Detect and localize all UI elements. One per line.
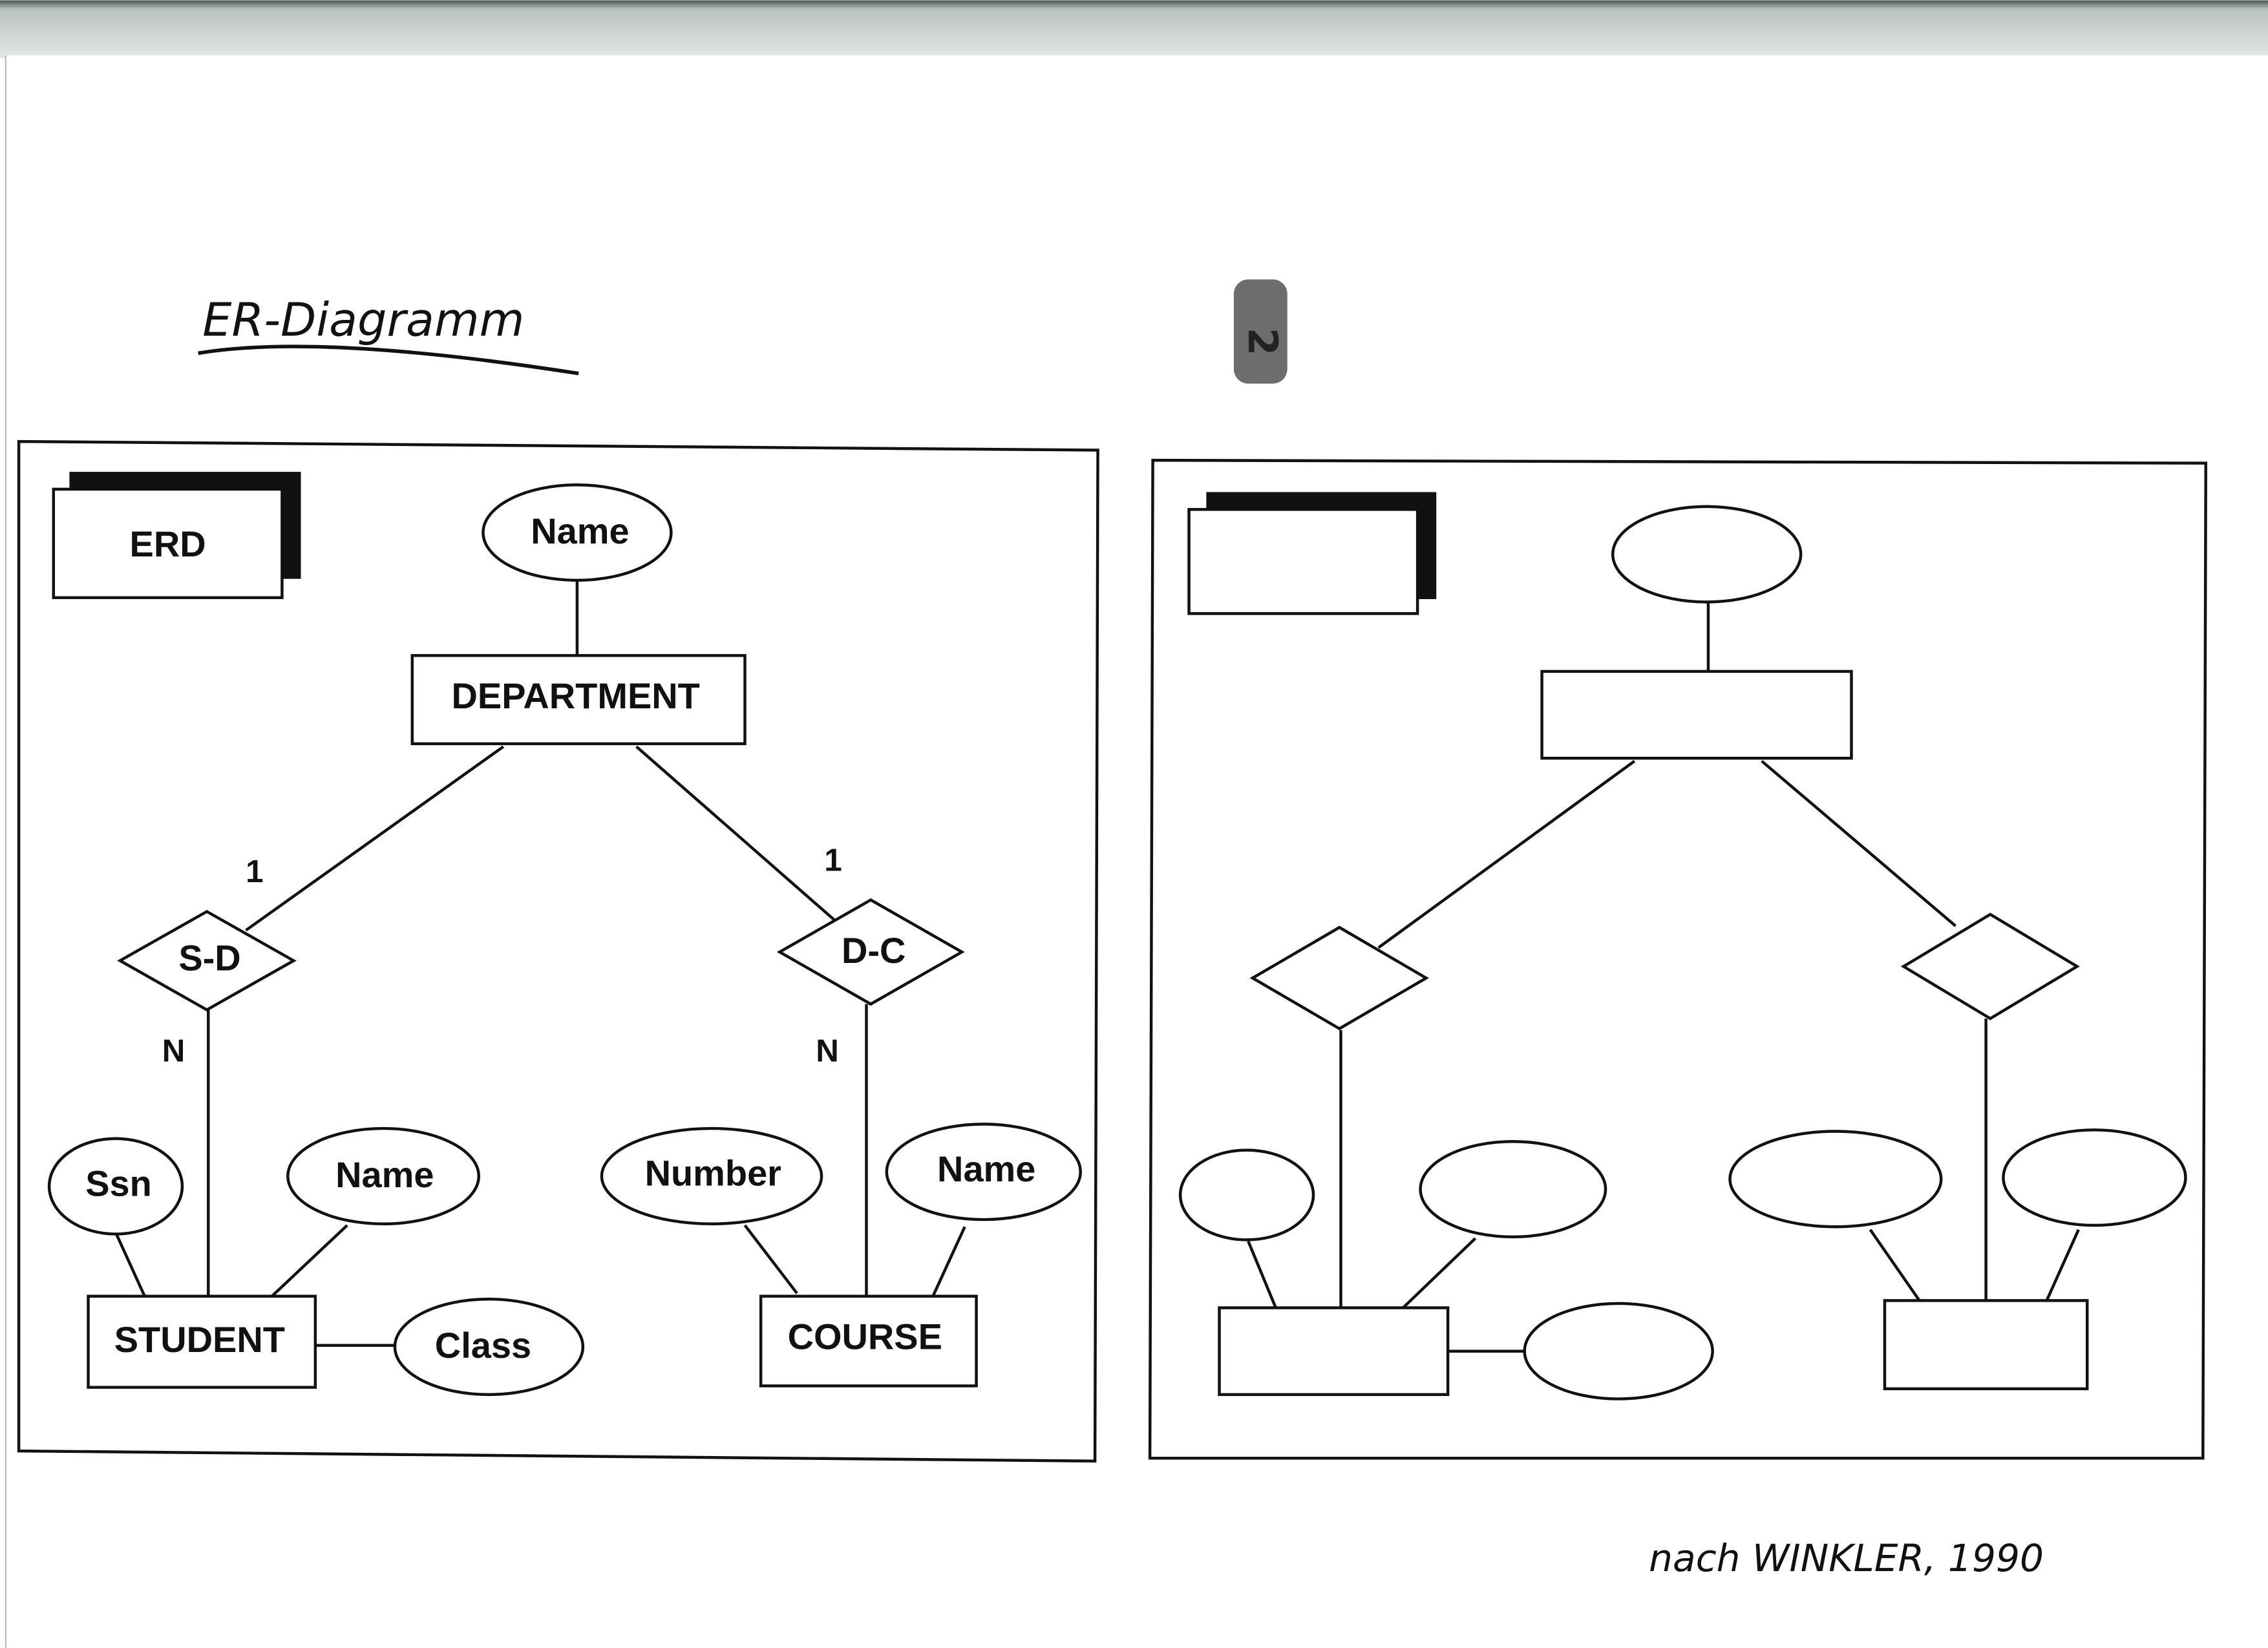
svg-text:Class: Class: [435, 1325, 531, 1366]
svg-text:STUDENT: STUDENT: [114, 1319, 285, 1360]
blank-entity: [1540, 670, 1853, 760]
credit-note: nach WINKLER, 1990: [1649, 1536, 2044, 1580]
svg-text:DEPARTMENT: DEPARTMENT: [452, 675, 700, 716]
left-panel-erd: ERD Name DEPARTMENT 1 1 N N S-D D-C: [17, 439, 1099, 1463]
blank-attribute: [1419, 1139, 1607, 1239]
student-entity: STUDENT: [87, 1294, 317, 1389]
svg-text:S-D: S-D: [178, 937, 240, 978]
erd-tag: ERD: [52, 472, 301, 600]
blank-relationship: [1900, 913, 2080, 1020]
page-title: ER-Diagramm: [202, 293, 524, 347]
department-entity: DEPARTMENT: [410, 654, 747, 746]
course-entity: COURSE: [759, 1294, 978, 1388]
student-ssn-attribute: Ssn: [47, 1137, 184, 1236]
blank-attribute: [1728, 1130, 1943, 1229]
svg-text:Name: Name: [937, 1148, 1035, 1189]
blank-entity: [1218, 1306, 1450, 1397]
svg-text:COURSE: COURSE: [788, 1316, 942, 1357]
right-panel-blank-erd: [1148, 458, 2208, 1460]
blank-attribute: [1611, 505, 1803, 604]
course-number-attribute: Number: [600, 1126, 823, 1226]
blank-attribute: [1178, 1148, 1315, 1241]
blank-entity: [1883, 1299, 2089, 1391]
svg-text:D-C: D-C: [842, 930, 906, 971]
svg-text:Number: Number: [645, 1153, 781, 1194]
relationship-s-d: S-D: [117, 909, 297, 1012]
cardinality-sd-bottom: N: [162, 1033, 185, 1069]
blank-tag: [1187, 492, 1437, 615]
cardinality-dc-bottom: N: [816, 1033, 839, 1069]
cardinality-sd-top: 1: [246, 854, 263, 889]
student-class-attribute: Class: [393, 1297, 585, 1397]
relationship-d-c: D-C: [776, 898, 965, 1006]
left-panel-frame: [17, 439, 1099, 1463]
page-number: 2: [1239, 328, 1286, 356]
svg-text:Name: Name: [335, 1154, 434, 1195]
title-underline: [198, 344, 579, 375]
department-name-attribute: Name: [482, 483, 673, 582]
scanner-edge-strip: [0, 0, 2268, 59]
course-name-attribute: Name: [885, 1123, 1082, 1221]
blank-relationship: [1249, 925, 1429, 1031]
blank-attribute: [2002, 1128, 2187, 1227]
student-name-attribute: Name: [286, 1126, 480, 1226]
right-panel-frame: [1148, 458, 2208, 1460]
cardinality-dc-top: 1: [824, 842, 842, 878]
erd-tag-label: ERD: [130, 523, 206, 564]
page-number-stamp: 2: [1233, 279, 1288, 384]
svg-text:Name: Name: [531, 511, 629, 551]
blank-attribute: [1523, 1302, 1714, 1400]
svg-text:Ssn: Ssn: [85, 1163, 152, 1203]
